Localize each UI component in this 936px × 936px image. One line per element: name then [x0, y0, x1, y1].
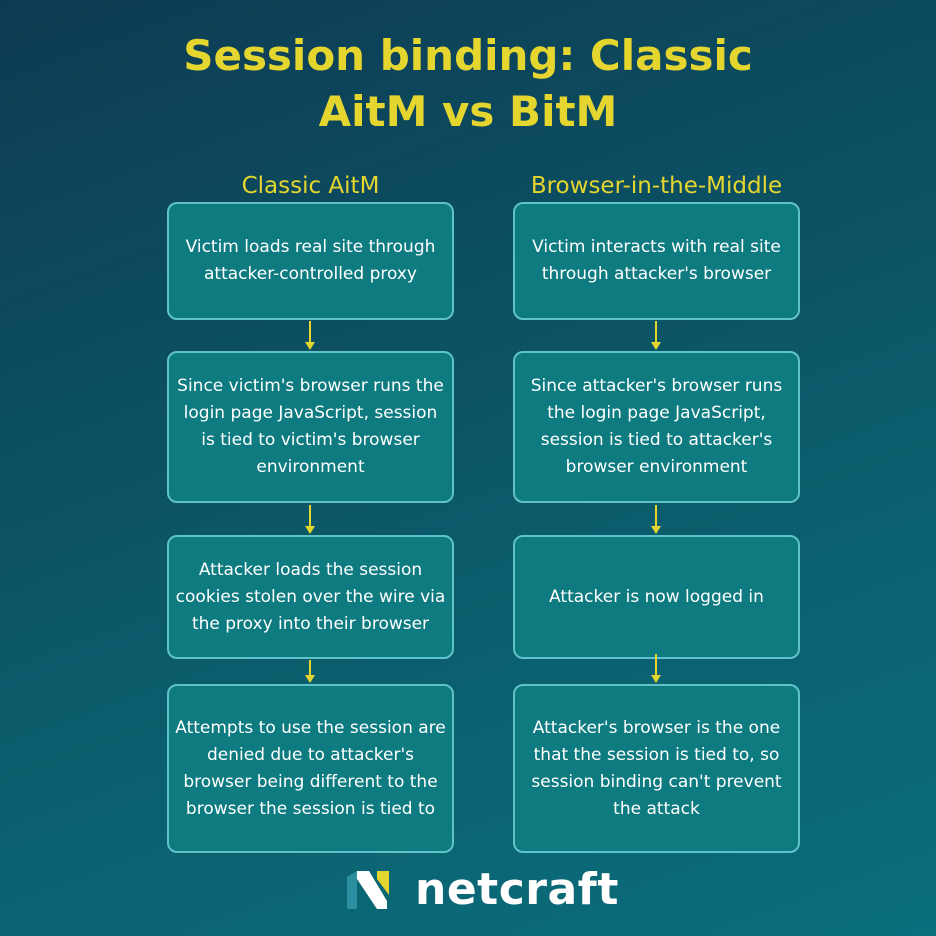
bitm-step-2-box: Since attacker's browser runs the login … [513, 351, 800, 503]
arrow-down-icon [304, 660, 316, 684]
netcraft-logo-icon [347, 871, 389, 909]
column-heading-classic-aitm: Classic AitM [241, 173, 380, 199]
aitm-step-3-text: Attacker loads the session cookies stole… [175, 559, 446, 634]
arrow-down-icon [650, 654, 662, 684]
aitm-step-3-box: Attacker loads the session cookies stole… [167, 535, 454, 659]
bitm-step-4-text: Attacker's browser is the one that the s… [531, 717, 782, 819]
aitm-step-4-text: Attempts to use the session are denied d… [175, 717, 446, 819]
arrow-down-icon [304, 321, 316, 351]
bitm-step-2-text: Since attacker's browser runs the login … [530, 376, 783, 477]
aitm-step-4-box: Attempts to use the session are denied d… [167, 684, 454, 853]
page-title: Session binding: Classic AitM vs BitM [0, 28, 936, 140]
aitm-step-2-box: Since victim's browser runs the login pa… [167, 351, 454, 503]
netcraft-logo-text: netcraft [415, 864, 619, 915]
arrow-down-icon [304, 505, 316, 535]
arrow-down-icon [650, 321, 662, 351]
aitm-step-1-box: Victim loads real site through attacker-… [167, 202, 454, 320]
column-heading-browser-in-the-middle: Browser-in-the-Middle [530, 173, 783, 199]
bitm-step-3-text: Attacker is now logged in [549, 586, 764, 607]
title-line-2: AitM vs BitM [318, 87, 618, 136]
netcraft-logo: netcraft [345, 866, 619, 914]
arrow-down-icon [650, 505, 662, 535]
bitm-step-1-text: Victim interacts with real site through … [532, 237, 781, 284]
title-line-1: Session binding: Classic [183, 31, 753, 80]
aitm-step-2-text: Since victim's browser runs the login pa… [177, 376, 444, 477]
bitm-step-4-box: Attacker's browser is the one that the s… [513, 684, 800, 853]
aitm-step-1-text: Victim loads real site through attacker-… [185, 237, 436, 284]
bitm-step-1-box: Victim interacts with real site through … [513, 202, 800, 320]
bitm-step-3-box: Attacker is now logged in [513, 535, 800, 659]
